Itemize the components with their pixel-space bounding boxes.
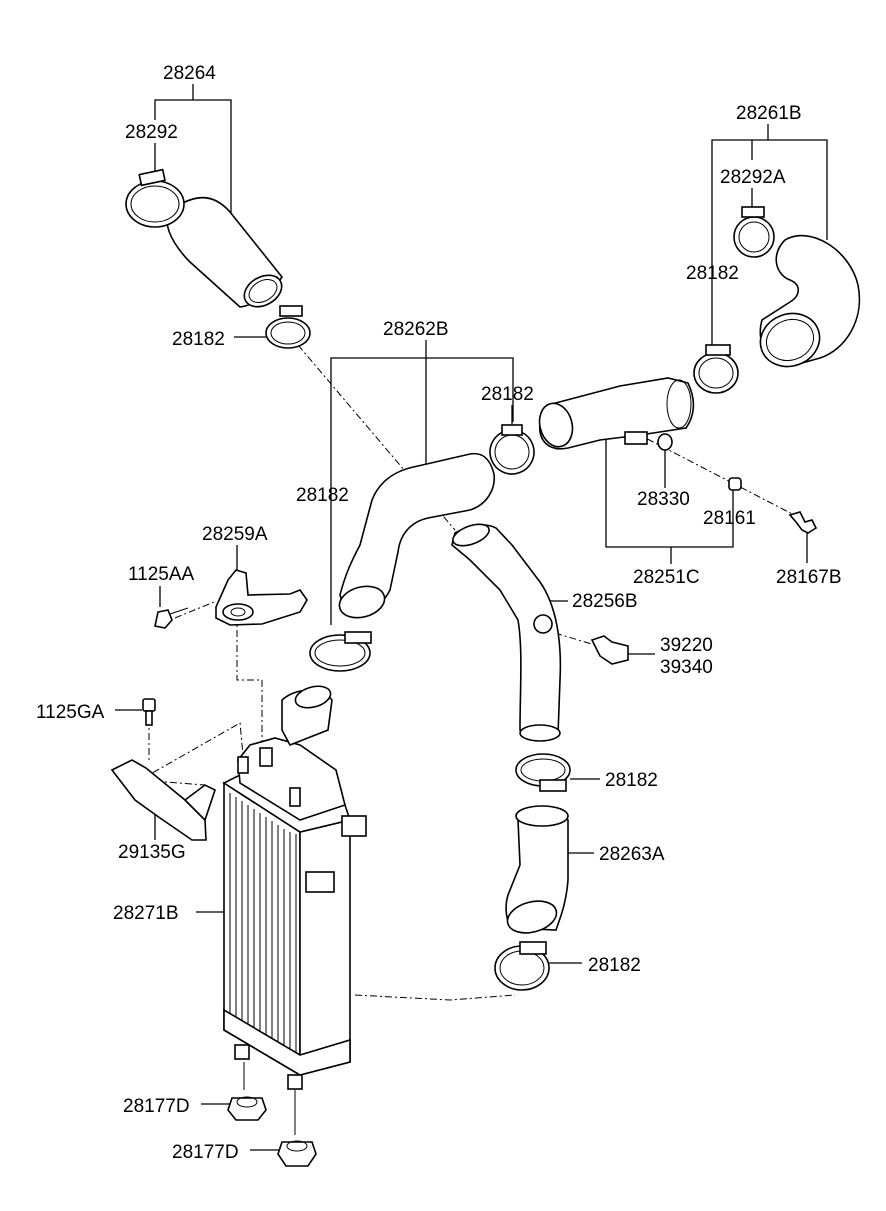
label-28161: 28161 [703, 508, 756, 529]
bolt-1125AA [154, 607, 189, 629]
intercooler-28271B [222, 685, 367, 1090]
hose-28263A [505, 805, 569, 934]
label-29135G: 29135G [118, 842, 186, 863]
bolt-1125GA [142, 698, 156, 726]
part-labels: 28264 28292 28182 28262B 28182 28182 282… [36, 63, 842, 1163]
label-28292A: 28292A [720, 167, 786, 188]
label-28271B: 28271B [113, 903, 179, 924]
label-28259A: 28259A [202, 524, 268, 545]
shield-29135G [110, 759, 216, 841]
label-28177D-lower: 28177D [172, 1142, 239, 1163]
clamp-28182-bottom-right [494, 941, 550, 991]
label-1125GA: 1125GA [36, 702, 105, 723]
label-28264: 28264 [163, 63, 216, 84]
label-28262B: 28262B [383, 319, 449, 340]
clamp-28182-upper-right [693, 344, 739, 394]
sensor-39220 [590, 635, 629, 665]
pipe-28256B [451, 523, 562, 742]
nut-28161 [728, 477, 742, 491]
clamp-28292A [733, 206, 775, 258]
label-28182-bottom-right: 28182 [588, 955, 641, 976]
intercooler-fins [229, 793, 297, 1072]
label-39340: 39340 [660, 657, 713, 678]
label-28292: 28292 [125, 122, 178, 143]
label-28251C: 28251C [633, 567, 700, 588]
label-28182-upper-left: 28182 [172, 329, 225, 350]
label-28330: 28330 [637, 489, 690, 510]
clamp-28182-center [489, 424, 535, 475]
clamp-28182-lower-right [515, 753, 571, 792]
label-28256B: 28256B [572, 591, 638, 612]
hose-28264 [166, 196, 283, 308]
label-28182-center: 28182 [481, 384, 534, 405]
bolt-28167B [788, 511, 818, 534]
label-28182-lower-right: 28182 [605, 770, 658, 791]
hose-28261B [759, 234, 861, 368]
mount-28177D-upper [227, 1062, 267, 1121]
bracket-28259A [215, 569, 308, 626]
label-28182-mid-left: 28182 [296, 485, 349, 506]
label-28177D-upper: 28177D [123, 1096, 190, 1117]
mount-28177D-lower [277, 1090, 317, 1167]
label-28261B: 28261B [736, 103, 802, 124]
clamp-28292 [125, 168, 185, 228]
label-28263A: 28263A [599, 844, 665, 865]
nut-28330 [657, 433, 673, 451]
clamp-28182-upper-left [265, 305, 311, 349]
pipe-28251C [538, 377, 695, 450]
label-28167B: 28167B [776, 567, 842, 588]
hose-28262B [338, 452, 495, 619]
label-39220: 39220 [660, 635, 713, 656]
label-1125AA: 1125AA [128, 564, 195, 585]
clamp-28182-mid-left [309, 631, 372, 672]
